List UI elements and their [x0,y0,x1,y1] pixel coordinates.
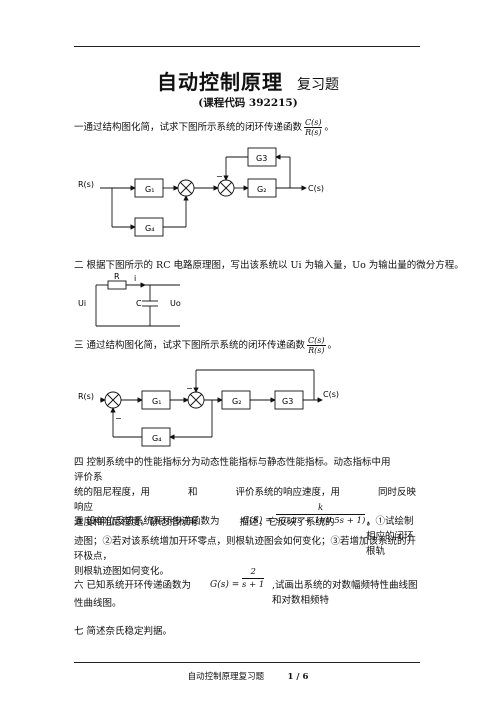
q4-line3c: 。 [366,517,377,528]
d3-block-g2: G₂ [232,397,241,406]
circuit-i-label: i [134,274,136,283]
question-2: 二 根据下图所示的 RC 电路原理图，写出该系统以 Ui 为输入量，Uo 为输出… [74,260,464,271]
d3-input-label: R(s) [78,392,94,401]
d1-output-label: C(s) [308,184,324,193]
q4-line3a: 速度和阻尼程度。静态指标用 [74,517,198,528]
q3-frac-den: R(s) [308,346,325,355]
d3-block-g3: G3 [282,397,293,406]
q3-frac-num: C(s) [307,336,326,346]
circuit-uo-label: Uo [170,299,181,308]
d3-block-g1: G₁ [152,397,161,406]
title-main: 自动控制原理 [157,70,283,94]
d1-block-g1: G₁ [145,185,154,194]
q1-text: 一通过结构图化简，试求下图所示系统的闭环传递函数 [74,122,303,133]
q4-line2c: 评价系统的响应速度，用 [235,487,341,498]
q5-line3: 则根轨迹图如何变化。 [74,566,170,577]
q1-frac-num: C(s) [304,118,323,128]
page-number: 1 / 6 [287,672,309,682]
q4-line1b: 评价系 [74,472,103,483]
q1-frac-den: R(s) [305,128,322,137]
circuit-ui-label: Ui [78,299,86,308]
q6-line2: 性曲线图。 [74,598,122,609]
d1-block-g4: G₄ [145,224,154,233]
q3-text: 三 通过结构图化简，试求下图所示系统的闭环传递函数 [74,340,306,351]
q6-num: 2 [242,566,265,579]
q6-after: ,试画出系统的对数幅频特性曲线图和对数相频特 [272,580,418,606]
d3-output-label: C(s) [323,390,339,399]
d3-minus-bottom: − [115,414,122,423]
q5-g-label: G(S) = [242,516,273,526]
q6-den: s + 1 [242,580,265,590]
circuit-r-label: R [114,272,120,281]
d1-block-g2: G₂ [257,185,266,194]
question-7: 七 简述奈氏稳定判据。 [74,626,173,637]
q6-prefix: 六 已知系统开环传递函数为 [74,580,192,591]
q3-fraction: C(s)R(s) [307,336,326,355]
page-footer: 自动控制原理复习题 1 / 6 [0,670,496,682]
d1-block-g3: G3 [256,154,267,163]
q4-line2d: 同时反映响应 [74,487,417,513]
document-title: 自动控制原理复习题 [0,66,496,95]
d1-minus-sign: − [216,172,223,181]
q5-prefix: 五 设单位反馈系统开环传递函数为 [74,516,220,527]
d1-input-label: R(s) [78,180,94,189]
q5-after: ，①试绘制相应的闭环根轨 [366,516,414,557]
question-4: 四 控制系统中的性能指标分为动态性能指标与静态性能指标。动态指标中用评价系 统的… [74,455,422,530]
q3-end: 。 [327,340,338,351]
footer-rule [74,662,420,663]
q5-den: s(0.2s + 1)(0.5s + 1) [276,516,366,526]
q1-end: 。 [324,122,334,133]
q6-g-label: G(s) = [210,580,240,590]
q4-line2b: 和 [188,487,198,498]
q4-line3b: 描述，它反映了系统的 [239,517,335,528]
header-rule [74,46,420,47]
title-sub: 复习题 [297,77,339,93]
circuit-c-label: C [136,299,142,308]
q4-line2a: 统的阻尼程度，用 [74,487,151,498]
d3-block-g4: G₄ [152,434,161,443]
q5-line2: 迹图；②若对该系统增加开环零点，则根轨迹图会如何变化；③若增加该系统的开环极点， [74,536,417,562]
d3-minus-top: − [186,384,193,393]
q5-num: k [276,502,366,515]
footer-title: 自动控制原理复习题 [187,672,265,682]
q1-fraction: C(s)R(s) [304,118,323,137]
q4-line1a: 四 控制系统中的性能指标分为动态性能指标与静态性能指标。动态指标中用 [74,457,391,468]
course-code: (课程代码 392215) [198,97,298,109]
